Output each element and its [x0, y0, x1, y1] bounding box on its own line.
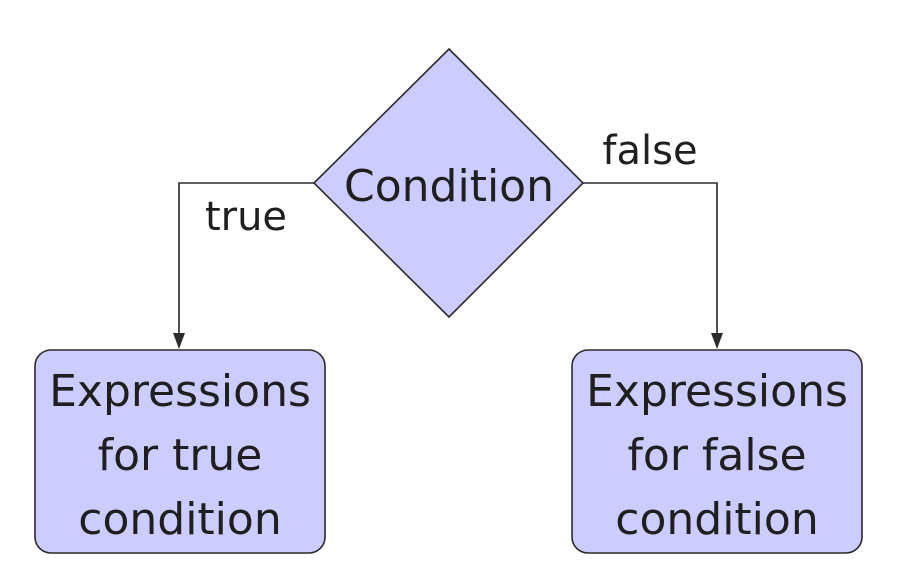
false-branch-connector	[583, 182, 718, 333]
true-box-line-2: for true	[98, 430, 263, 481]
false-box-line-1: Expressions	[586, 366, 848, 417]
true-edge-label: true	[205, 194, 287, 240]
false-box-line-3: condition	[615, 494, 818, 545]
true-branch-box-shape	[34, 349, 326, 554]
decision-node: Condition	[312, 47, 585, 319]
false-branch-box: Expressions for false condition	[571, 349, 863, 554]
true-branch-box: Expressions for true condition	[34, 349, 326, 554]
decision-diamond	[312, 47, 585, 319]
false-branch-box-shape	[571, 349, 863, 554]
true-box-line-3: condition	[78, 494, 281, 545]
false-box-line-2: for false	[627, 430, 806, 481]
false-branch-arrowhead	[711, 333, 723, 349]
decision-label: Condition	[344, 161, 554, 212]
true-branch-connector	[178, 182, 314, 333]
true-branch-arrowhead	[173, 333, 185, 349]
true-box-line-1: Expressions	[49, 366, 311, 417]
false-edge-label: false	[602, 128, 697, 174]
